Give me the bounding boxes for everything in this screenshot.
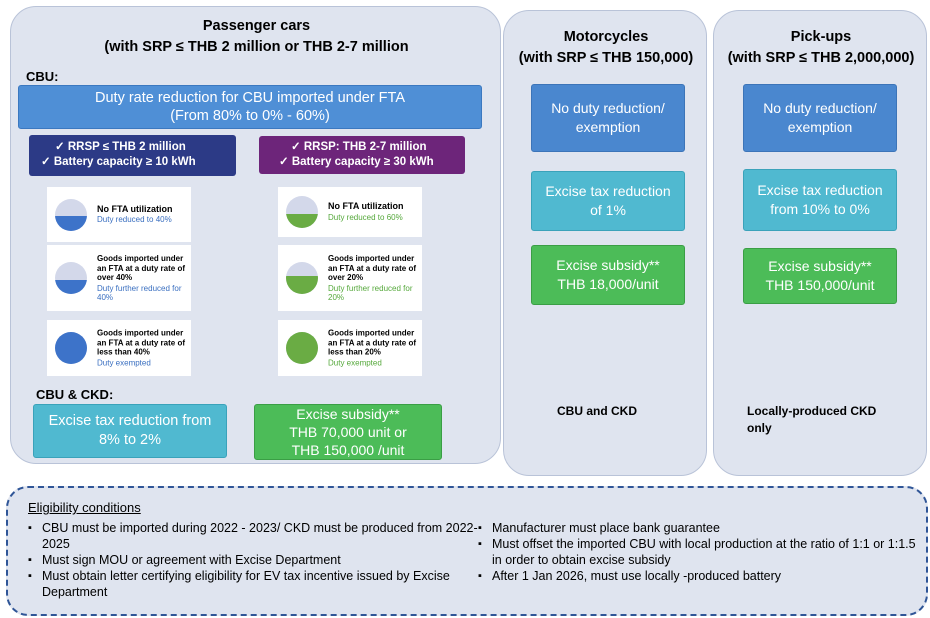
criteria-left-line1: ✓ RRSP ≤ THB 2 million: [55, 141, 186, 153]
moto-footer: CBU and CKD: [557, 404, 637, 418]
duty-level-circle: [286, 196, 318, 228]
card-sub: Duty further reduced for 20%: [328, 283, 413, 302]
card-title: No FTA utilization: [328, 201, 404, 211]
card-title: Goods imported under an FTA at a duty ra…: [328, 253, 417, 282]
eligibility-conditions-box: Eligibility conditions CBU must be impor…: [6, 486, 928, 616]
pickups-title-line1: Pick-ups: [790, 29, 852, 45]
criteria-right-line1: ✓ RRSP: THB 2-7 million: [291, 141, 427, 153]
criteria-right-line2: ✓ Battery capacity ≥ 30 kWh: [279, 156, 434, 168]
criteria-2-7m: ✓ RRSP: THB 2-7 million ✓ Battery capaci…: [259, 136, 465, 174]
passenger-title-line1: Passenger cars: [202, 18, 311, 34]
subsidy-line2: THB 70,000 unit or: [289, 424, 407, 440]
duty-level-circle: [55, 332, 87, 364]
duty-rate-bar: Duty rate reduction for CBU imported und…: [18, 85, 482, 129]
card-sub: Duty further reduced for 40%: [97, 283, 182, 302]
pickups-title: Pick-ups (with SRP ≤ THB 2,000,000): [714, 27, 928, 69]
card-title: Goods imported under an FTA at a duty ra…: [97, 253, 186, 282]
eligibility-item: Manufacturer must place bank guarantee: [478, 520, 918, 536]
motorcycles-title-line2: (with SRP ≤ THB 150,000): [518, 50, 694, 66]
motorcycles-panel: Motorcycles (with SRP ≤ THB 150,000) No …: [503, 10, 707, 476]
moto-excise-reduction-box: Excise tax reduction of 1%: [531, 171, 685, 231]
moto-subsidy-line1: Excise subsidy**: [556, 257, 660, 273]
card-fta-over-20: Goods imported under an FTA at a duty ra…: [278, 245, 422, 311]
eligibility-item: CBU must be imported during 2022 - 2023/…: [28, 520, 478, 552]
criteria-under-2m: ✓ RRSP ≤ THB 2 million ✓ Battery capacit…: [29, 135, 236, 176]
duty-bar-line2: (From 80% to 0% - 60%): [170, 108, 330, 124]
motorcycles-title-line1: Motorcycles: [563, 29, 649, 45]
duty-level-circle: [55, 198, 87, 231]
moto-no-duty-box: No duty reduction/ exemption: [531, 84, 685, 152]
card-title: Goods imported under an FTA at a duty ra…: [328, 328, 417, 357]
passenger-title-line2: (with SRP ≤ THB 2 million or THB 2-7 mil…: [104, 39, 409, 55]
eligibility-list-right: Manufacturer must place bank guarantee M…: [478, 520, 918, 584]
eligibility-item: Must sign MOU or agreement with Excise D…: [28, 552, 478, 568]
card-fta-under-20: Goods imported under an FTA at a duty ra…: [278, 320, 422, 376]
card-title: No FTA utilization: [97, 203, 173, 214]
pickup-excise-subsidy-box: Excise subsidy** THB 150,000/unit: [743, 248, 897, 304]
card-fta-under-40: Goods imported under an FTA at a duty ra…: [47, 320, 191, 376]
passenger-cars-panel: Passenger cars (with SRP ≤ THB 2 million…: [10, 6, 501, 464]
cbu-ckd-label: CBU & CKD:: [36, 387, 114, 402]
eligibility-item: After 1 Jan 2026, must use locally -prod…: [478, 568, 918, 584]
card-sub: Duty reduced to 40%: [97, 215, 172, 224]
pickups-panel: Pick-ups (with SRP ≤ THB 2,000,000) No d…: [713, 10, 927, 476]
pickup-subsidy-line1: Excise subsidy**: [768, 258, 872, 274]
criteria-left-line2: ✓ Battery capacity ≥ 10 kWh: [41, 156, 196, 168]
moto-excise-subsidy-box: Excise subsidy** THB 18,000/unit: [531, 245, 685, 305]
pickup-subsidy-line2: THB 150,000/unit: [765, 277, 875, 293]
subsidy-line3: THB 150,000 /unit: [291, 442, 405, 458]
card-title: Goods imported under an FTA at a duty ra…: [97, 328, 186, 357]
card-sub: Duty reduced to 60%: [328, 212, 403, 222]
moto-subsidy-line2: THB 18,000/unit: [557, 276, 659, 292]
excise-reduction-box: Excise tax reduction from 8% to 2%: [33, 404, 227, 458]
passenger-cars-title: Passenger cars (with SRP ≤ THB 2 million…: [11, 16, 502, 58]
pickups-title-line2: (with SRP ≤ THB 2,000,000): [727, 50, 915, 66]
subsidy-line1: Excise subsidy**: [296, 406, 400, 422]
duty-level-circle: [286, 332, 318, 364]
cbu-label: CBU:: [26, 69, 59, 84]
duty-level-circle: [286, 262, 318, 294]
card-no-fta-60: No FTA utilization Duty reduced to 60%: [278, 187, 464, 237]
eligibility-title: Eligibility conditions: [28, 500, 141, 515]
pickup-excise-reduction-box: Excise tax reduction from 10% to 0%: [743, 169, 897, 231]
duty-level-circle: [55, 262, 87, 294]
card-sub: Duty exempted: [328, 358, 382, 367]
duty-bar-line1: Duty rate reduction for CBU imported und…: [95, 90, 405, 106]
card-no-fta-40: No FTA utilization Duty reduced to 40%: [47, 187, 191, 242]
pickup-footer: Locally-produced CKD only: [747, 404, 877, 435]
eligibility-item: Must obtain letter certifying eligibilit…: [28, 568, 478, 600]
card-fta-over-40: Goods imported under an FTA at a duty ra…: [47, 245, 191, 311]
eligibility-list-left: CBU must be imported during 2022 - 2023/…: [28, 520, 478, 600]
card-sub: Duty exempted: [97, 358, 151, 367]
eligibility-item: Must offset the imported CBU with local …: [478, 536, 918, 568]
excise-subsidy-box: Excise subsidy** THB 70,000 unit or THB …: [254, 404, 442, 460]
motorcycles-title: Motorcycles (with SRP ≤ THB 150,000): [504, 27, 708, 69]
pickup-no-duty-box: No duty reduction/ exemption: [743, 84, 897, 152]
